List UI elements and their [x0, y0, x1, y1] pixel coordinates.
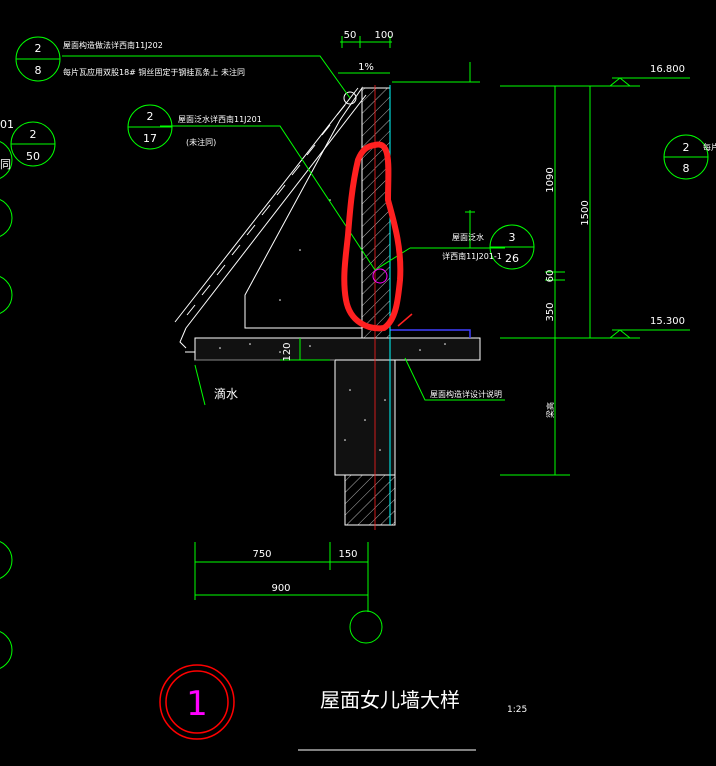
callout-top-left-line1: 屋面构造做法详西南11J202 [63, 40, 163, 50]
slab-thickness-dim: 120 [282, 342, 293, 361]
dim-right-1090: 1090 [545, 167, 556, 192]
sloped-concrete-block [244, 86, 363, 329]
callout-far-left-num: 2 [30, 128, 37, 141]
far-right-edge-text: 每片 [703, 142, 716, 152]
callout-bubbles [0, 36, 709, 669]
axis-bubble [349, 610, 383, 644]
callout-mid-left-den: 17 [143, 132, 157, 145]
roof-slab [194, 337, 481, 361]
detail-number: 1 [186, 684, 208, 724]
flashing-line [390, 329, 471, 338]
slab-note: 屋面构造详设计说明 [430, 389, 502, 399]
callout-mid-left-line2: (未注同) [186, 137, 216, 147]
callout-right-den: 26 [505, 252, 519, 265]
green-annotations [62, 36, 690, 612]
dim-top-100: 100 [374, 30, 393, 41]
callout-right-line1: 屋面泛水 [452, 232, 484, 242]
callout-far-right-den: 8 [683, 162, 690, 175]
lower-wall [344, 474, 396, 526]
parapet-wall [361, 87, 391, 339]
section-marker-icon [372, 268, 388, 284]
callout-far-right-num: 2 [683, 141, 690, 154]
roof-tiles [174, 87, 367, 349]
callout-right-num: 3 [509, 231, 516, 244]
elevation-15300: 15.300 [650, 316, 685, 327]
slash-mark [397, 313, 413, 327]
callout-top-left-den: 8 [35, 64, 42, 77]
callout-mid-left-num: 2 [147, 110, 154, 123]
ridge-tile-icon [343, 91, 357, 105]
dim-bottom-900: 900 [271, 583, 290, 594]
dim-bottom-150: 150 [338, 549, 357, 560]
side-label: 梁高 [545, 402, 555, 418]
elevation-16800: 16.800 [650, 64, 685, 75]
parapet-structure [185, 85, 481, 530]
beam [334, 359, 396, 476]
detail-number-bubble: 1 [159, 664, 235, 740]
callout-right-line2: 详西南11J201-1 [442, 251, 502, 261]
far-left-edge-text: 01 [0, 118, 14, 131]
drip-edge [185, 338, 196, 353]
dim-right-60: 60 [545, 270, 556, 283]
callout-far-left-den: 50 [26, 150, 40, 163]
drawing-title: 屋面女儿墙大样 [320, 688, 460, 712]
drawing-scale: 1:25 [507, 705, 527, 715]
slope-label: 1% [358, 62, 374, 73]
callout-top-left-num: 2 [35, 42, 42, 55]
dim-top-50: 50 [344, 30, 357, 41]
dim-right-350: 350 [545, 302, 556, 321]
left-edge-char: 同 [0, 158, 11, 171]
callout-mid-left-line1: 屋面泛水详西南11J201 [178, 114, 262, 124]
dim-bottom-750: 750 [252, 549, 271, 560]
red-highlight-annotation [341, 141, 404, 332]
callout-top-left-line2: 每片瓦应用双股18# 铜丝固定于钢挂瓦条上 未注同 [63, 67, 245, 77]
drip-label: 滴水 [214, 386, 238, 401]
dim-right-1500: 1500 [580, 200, 591, 225]
